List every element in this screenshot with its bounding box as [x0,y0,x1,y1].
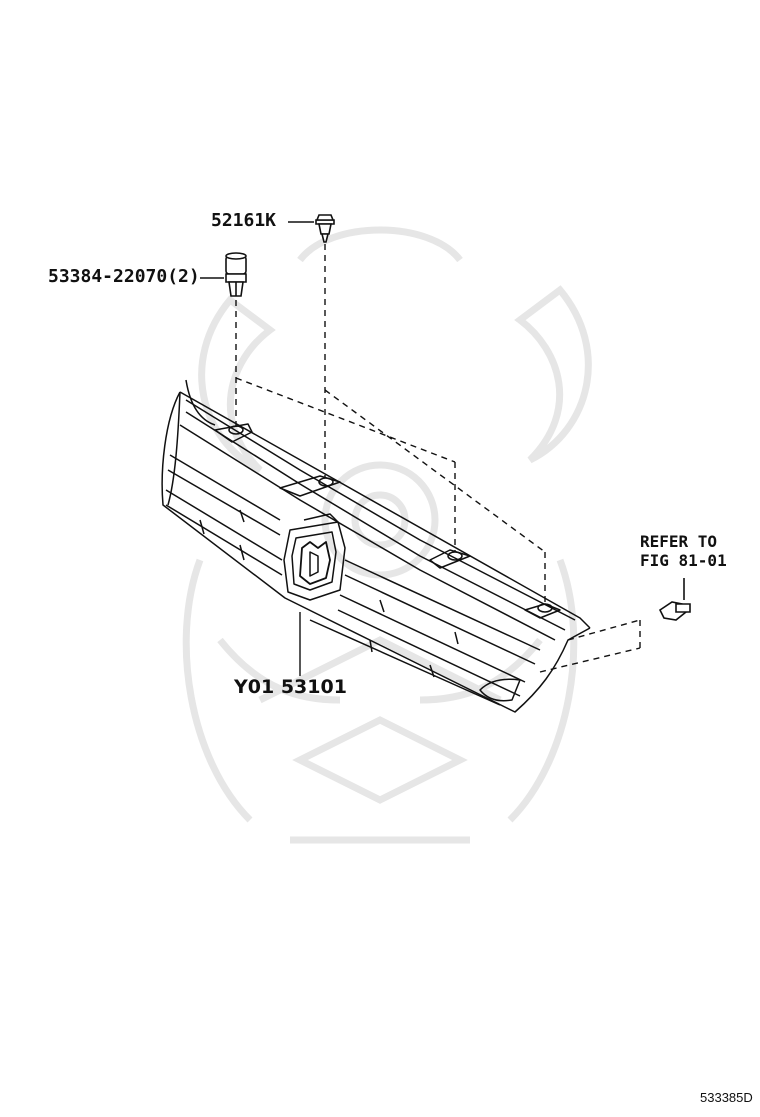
label-52161k: 52161K [211,210,277,231]
figure-number: 533385D [700,1090,753,1105]
watermark-emblem [182,226,592,844]
bushing-53384-22070 [200,252,247,297]
radiator-grille [161,379,591,713]
refer-to-note: REFER TO FIG 81-01 [640,532,727,570]
label-grille-part-number: Y01 53101 [234,676,347,698]
refer-to-line1: REFER TO [640,532,718,551]
refer-to-line2: FIG 81-01 [640,551,727,570]
label-53384-22070: 53384-22070(2) [48,266,200,287]
dashed-leaders [235,244,641,673]
clip-52161k [288,214,335,243]
push-clip-right [658,578,691,621]
